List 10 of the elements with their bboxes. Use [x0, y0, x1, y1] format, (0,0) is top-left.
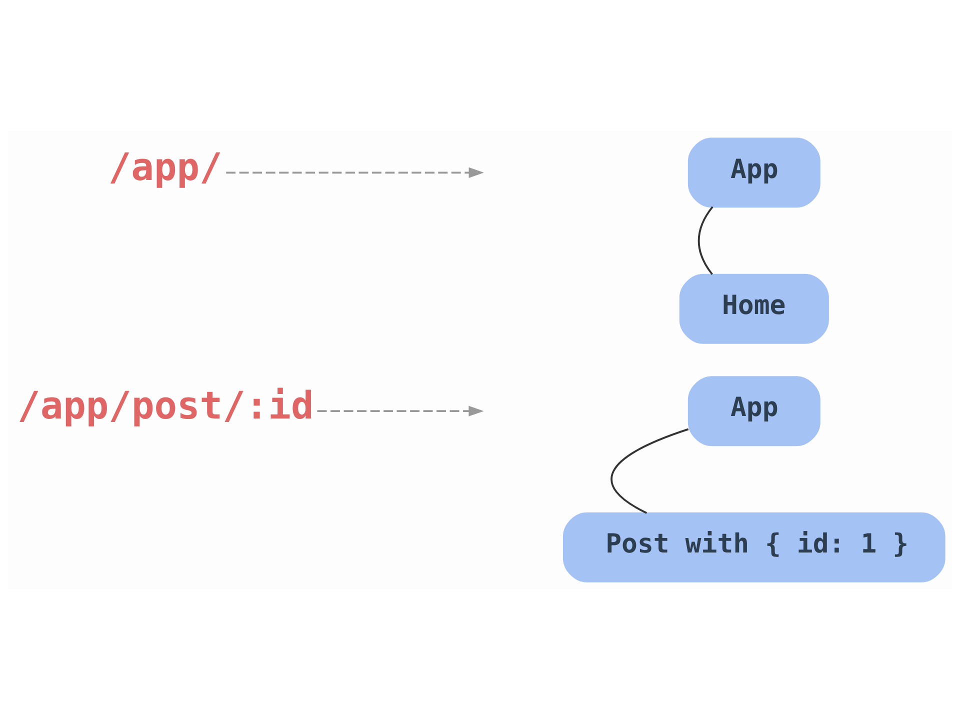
arrow [226, 167, 484, 178]
node-box: Post with { id: 1 } [563, 512, 946, 582]
node-box: App [688, 376, 820, 446]
node-text: /app/post/:id [18, 384, 314, 428]
arrow [317, 406, 484, 416]
connector [698, 206, 714, 275]
node-box: Home [679, 274, 829, 344]
node-box: App [688, 138, 820, 208]
node-text: /app/ [108, 145, 222, 190]
connector [610, 428, 689, 514]
